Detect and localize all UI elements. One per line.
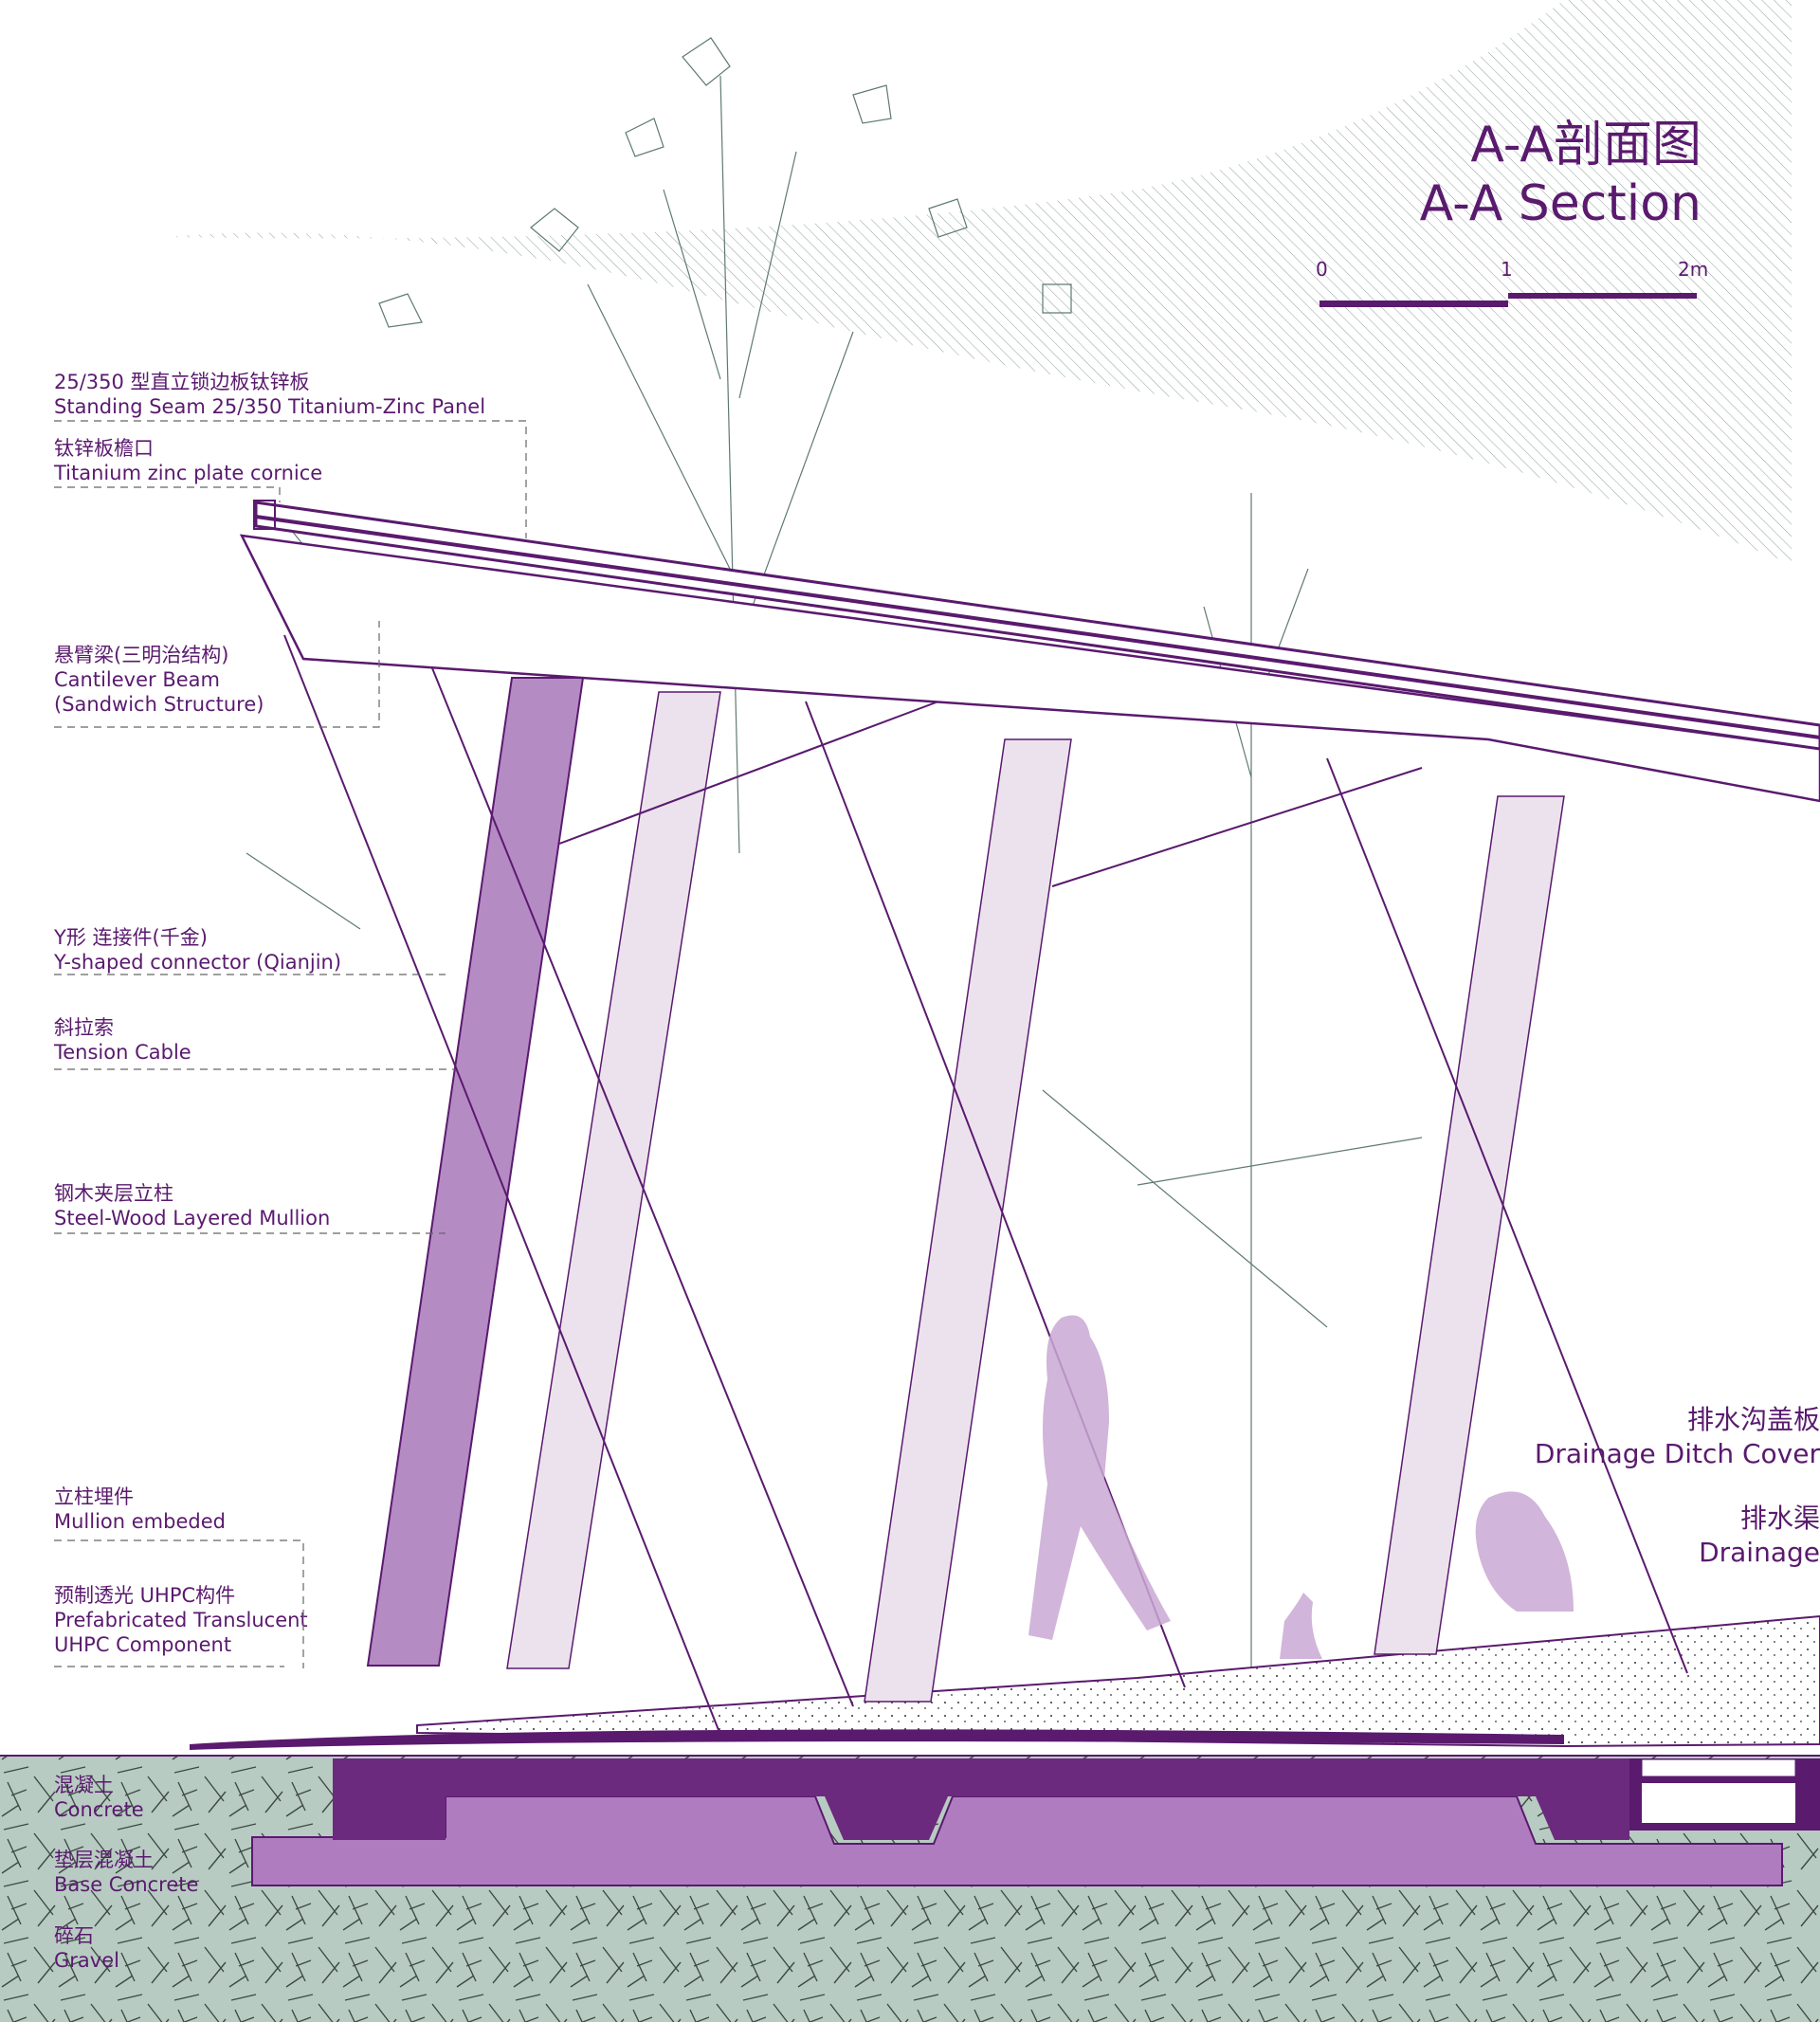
scale-tick-0: 0	[1316, 258, 1328, 281]
uhpc-floor	[416, 1614, 1820, 1748]
title-en: A-A Section	[1419, 175, 1702, 232]
concrete-slab	[333, 1758, 1629, 1840]
title-zh: A-A剖面图	[1470, 117, 1702, 173]
scale-bar-segment-1	[1320, 301, 1508, 307]
section-title: A-A剖面图 A-A Section	[1420, 116, 1702, 233]
scale-tick-2m: 2m	[1678, 258, 1709, 281]
label-y-connector: Y形 连接件(千金)Y-shaped connector (Qianjin)	[54, 926, 342, 974]
label-cantilever-beam: 悬臂梁(三明治结构)Cantilever Beam(Sandwich Struc…	[54, 644, 264, 716]
scale-tick-1: 1	[1501, 258, 1513, 281]
mullion-wood	[506, 691, 721, 1669]
sky-hatch	[166, 0, 1792, 564]
drainage-cover	[1641, 1758, 1796, 1777]
human-figures	[1028, 1315, 1574, 1659]
scale-bar-segment-2	[1508, 293, 1697, 299]
floor-edge	[190, 1729, 1564, 1750]
mullion-wood	[864, 738, 1072, 1703]
mullion-wood	[1374, 795, 1565, 1655]
